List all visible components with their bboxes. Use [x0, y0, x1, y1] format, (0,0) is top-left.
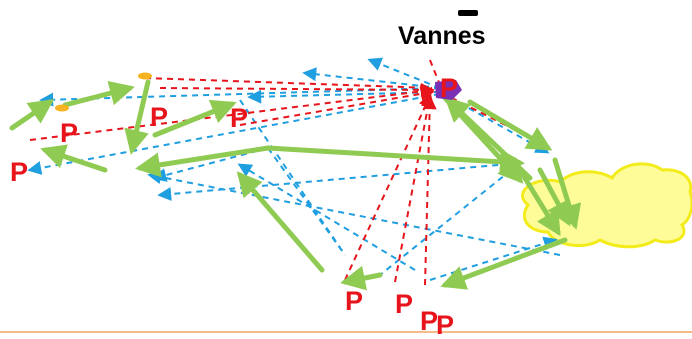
site-marker: P	[345, 286, 363, 316]
site-marker: P	[420, 306, 438, 336]
orange-dot-icon	[55, 72, 152, 112]
site-marker: P	[10, 157, 28, 187]
site-markers: P P P P P P P P P	[10, 73, 458, 339]
black-marker-icon	[458, 10, 478, 16]
site-marker: P	[440, 73, 458, 103]
green-arrows	[9, 79, 582, 291]
site-marker: P	[60, 118, 78, 148]
site-marker: P	[150, 102, 168, 132]
site-marker: P	[436, 310, 454, 339]
city-label: Vannes	[398, 22, 486, 50]
purple-hub-icon	[435, 80, 462, 100]
yellow-cloud-icon	[521, 162, 692, 249]
site-marker: P	[230, 103, 248, 133]
site-marker: P	[395, 289, 413, 319]
